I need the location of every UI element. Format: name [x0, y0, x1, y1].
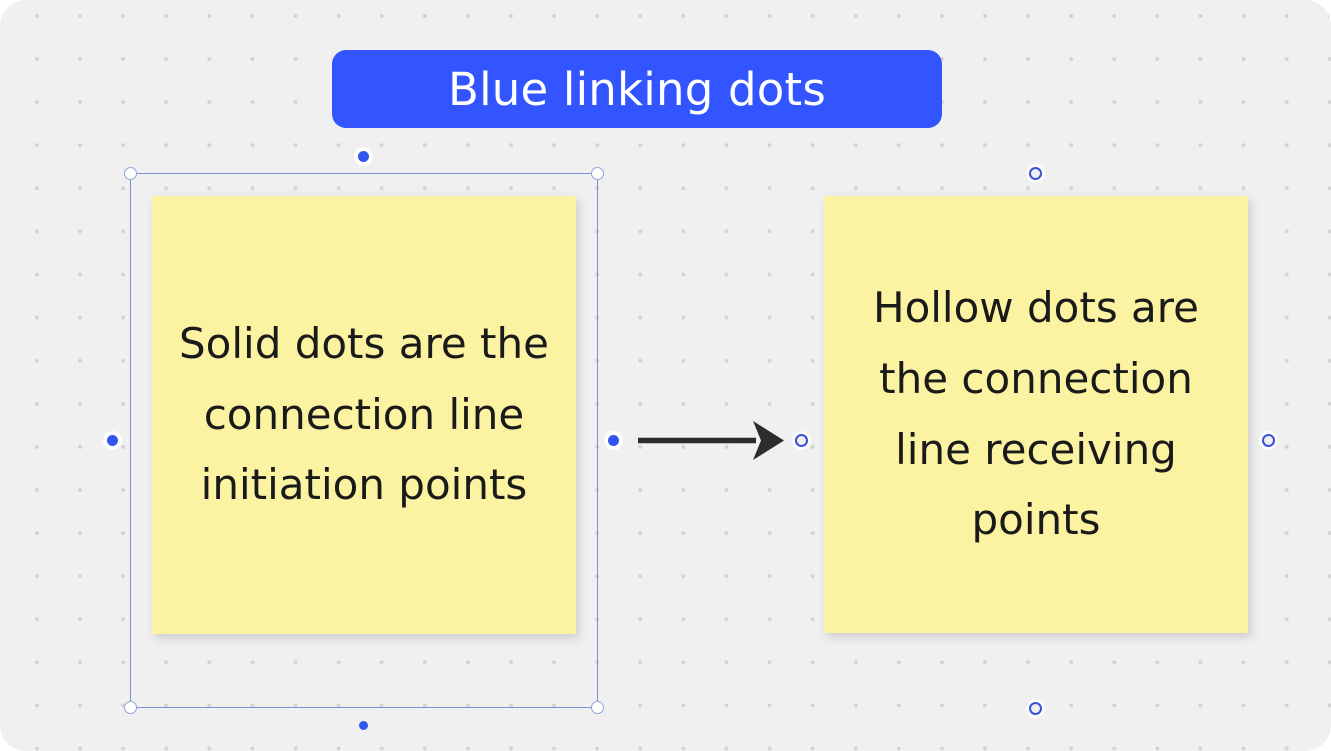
- resize-handle-top-left[interactable]: [124, 167, 137, 180]
- solid-connection-dot-right[interactable]: [608, 435, 619, 446]
- sticky-note-right[interactable]: Hollow dots are the connection line rece…: [824, 196, 1248, 633]
- arrowhead-icon: [753, 421, 784, 460]
- hollow-connection-dot-left[interactable]: [795, 434, 808, 447]
- hollow-connection-dot-top[interactable]: [1029, 167, 1042, 180]
- title-banner[interactable]: Blue linking dots: [332, 50, 942, 128]
- solid-connection-dot-left[interactable]: [107, 435, 118, 446]
- resize-handle-bottom-left[interactable]: [124, 701, 137, 714]
- resize-handle-top-right[interactable]: [591, 167, 604, 180]
- hollow-connection-dot-right[interactable]: [1262, 434, 1275, 447]
- sticky-note-left-text: Solid dots are the connection line initi…: [179, 319, 549, 510]
- resize-handle-bottom-right[interactable]: [591, 701, 604, 714]
- sticky-note-right-text: Hollow dots are the connection line rece…: [872, 283, 1199, 545]
- sticky-note-left[interactable]: Solid dots are the connection line initi…: [152, 196, 576, 634]
- arrow-connector[interactable]: [630, 410, 800, 472]
- hollow-connection-dot-bottom[interactable]: [1029, 702, 1042, 715]
- solid-connection-dot-top[interactable]: [358, 151, 369, 162]
- page-title: Blue linking dots: [448, 62, 826, 116]
- solid-connection-dot-bottom[interactable]: [359, 721, 368, 730]
